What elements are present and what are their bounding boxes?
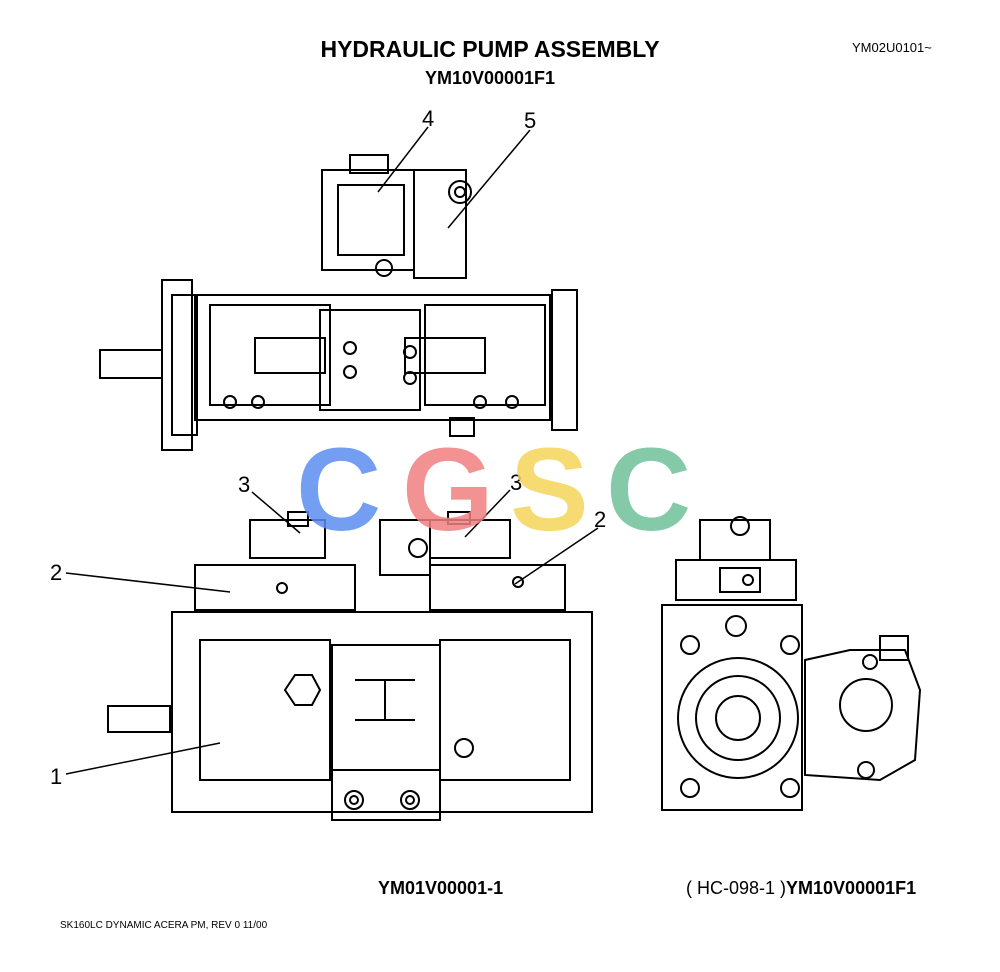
- assembly-code: YM10V00001F1: [424, 68, 556, 88]
- callout-4: 4: [422, 106, 434, 131]
- reference-code: YM02U0101~: [852, 40, 932, 55]
- figure-code-right-value: YM10V00001F1: [786, 878, 917, 898]
- callout-3-right: 3: [510, 470, 522, 495]
- callout-1: 1: [50, 764, 62, 789]
- top-view: [99, 154, 578, 451]
- watermark-letter-s: S: [510, 424, 589, 556]
- footer-note: SK160LC DYNAMIC ACERA PM, REV 0 11/00: [60, 920, 268, 931]
- callout-2-right: 2: [594, 507, 606, 532]
- cgsc-watermark: C G S C: [296, 424, 691, 556]
- figure-code-right: ( HC-098-1 )YM10V00001F1: [686, 878, 916, 899]
- callout-numbers: 4 5 3 3 2 2 1: [50, 106, 606, 789]
- figure-code-left: YM01V00001-1: [378, 878, 504, 898]
- watermark-letter-c1: C: [296, 424, 381, 556]
- watermark-letter-c2: C: [606, 424, 691, 556]
- leader-lines: [65, 126, 599, 775]
- callout-3-left: 3: [238, 472, 250, 497]
- callout-5: 5: [524, 108, 536, 133]
- watermark-letter-g: G: [402, 424, 494, 556]
- page-title: HYDRAULIC PUMP ASSEMBLY: [320, 36, 660, 62]
- end-view: [661, 516, 922, 811]
- figure-ref-prefix: ( HC-098-1 ): [686, 878, 787, 898]
- side-view: [107, 511, 593, 821]
- callout-2-left: 2: [50, 560, 62, 585]
